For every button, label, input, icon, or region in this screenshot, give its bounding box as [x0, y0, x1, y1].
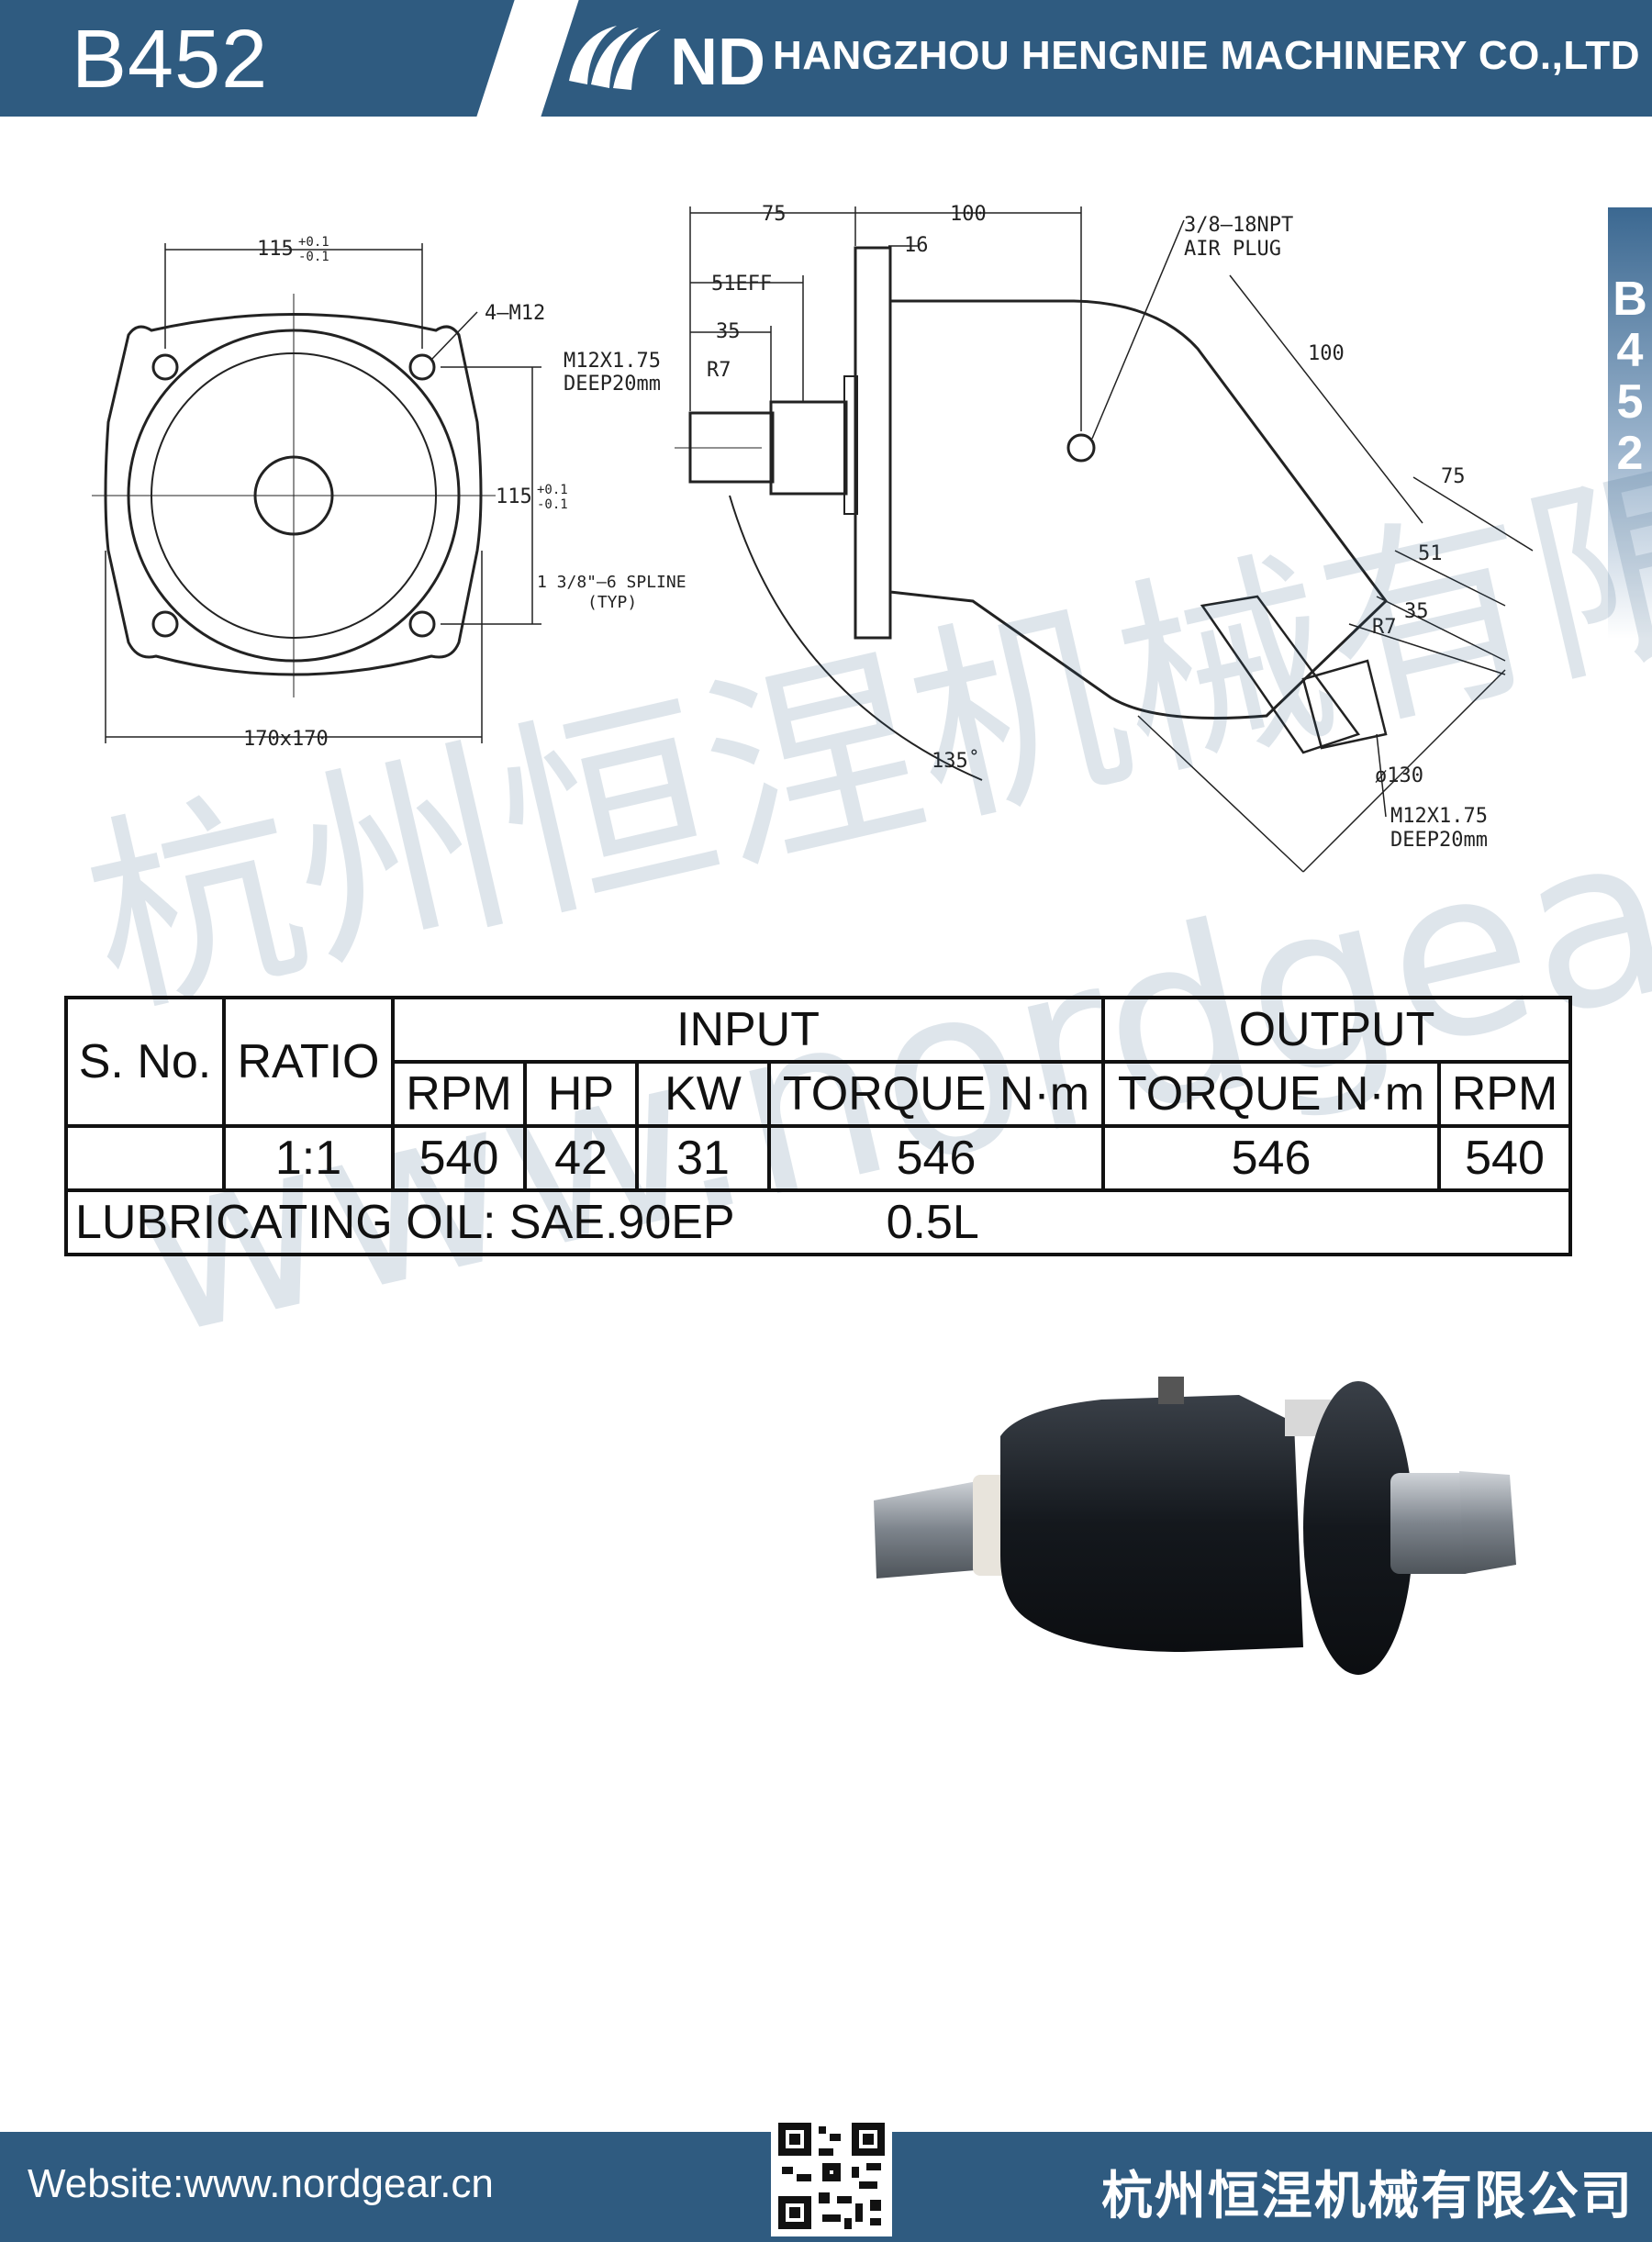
- dim-tol-plus-right: +0.1: [537, 483, 568, 497]
- dim-tol-plus: +0.1: [298, 235, 329, 250]
- spline-note: 1 3/8"—6 SPLINE: [537, 573, 686, 592]
- cell-rpm-out: 540: [1437, 1124, 1572, 1192]
- dim-holes: 4—M12: [485, 302, 545, 325]
- header-right-panel: [529, 0, 1652, 117]
- sub-hp: HP: [523, 1060, 639, 1128]
- dim-r7-angled: R7: [1372, 616, 1397, 639]
- thread-output-depth: DEEP20mm: [1390, 829, 1488, 852]
- dim-r7: R7: [707, 359, 731, 382]
- thread-input: M12X1.75: [564, 350, 661, 373]
- side-tab-char: B: [1613, 273, 1647, 326]
- dim-100: 100: [950, 203, 987, 226]
- sub-rpm-out: RPM: [1437, 1060, 1572, 1128]
- spec-table: S. No. RATIO INPUT OUTPUT RPM HP KW TORQ…: [64, 996, 1572, 1256]
- dim-35-angled: 35: [1404, 600, 1429, 623]
- lubricating-oil-row: LUBRICATING OIL: SAE.90EP 0.5L: [64, 1188, 1572, 1256]
- dim-tol-minus-right: -0.1: [537, 497, 568, 512]
- dim-115-top: 115: [257, 238, 294, 261]
- model-number: B452: [72, 14, 269, 106]
- cell-rpm-in: 540: [391, 1124, 527, 1192]
- dim-75: 75: [762, 203, 787, 226]
- dim-75-angled: 75: [1441, 465, 1466, 488]
- footer-company-cn: 杭州恒涅机械有限公司: [1101, 2167, 1634, 2226]
- side-tab-char: 5: [1616, 375, 1644, 429]
- logo-text: ND: [670, 26, 765, 99]
- air-plug-thread: 3/8—18NPT: [1184, 214, 1293, 237]
- dim-170: 170x170: [243, 728, 329, 751]
- spline-typ: (TYP): [587, 593, 637, 612]
- cell-sno: [64, 1124, 226, 1192]
- sub-torque-out: TORQUE N·m: [1101, 1060, 1441, 1128]
- company-name: HANGZHOU HENGNIE MACHINERY CO.,LTD: [773, 33, 1641, 78]
- dim-35: 35: [716, 320, 741, 343]
- dim-100-angled: 100: [1308, 342, 1345, 365]
- company-logo-icon: ND: [569, 26, 765, 99]
- sub-kw: KW: [635, 1060, 771, 1128]
- cell-kw: 31: [635, 1124, 771, 1192]
- sub-torque-in: TORQUE N·m: [767, 1060, 1105, 1128]
- thread-output: M12X1.75: [1390, 805, 1488, 828]
- side-model-tab: B 4 5 2: [1608, 207, 1652, 639]
- technical-drawing: 115 +0.1 -0.1 4—M12 115 +0.1 -0.1 170x17…: [92, 203, 1534, 873]
- side-tab-char: 2: [1616, 427, 1644, 480]
- header-output: OUTPUT: [1101, 996, 1572, 1064]
- dim-16: 16: [904, 234, 929, 257]
- header-bar: [0, 0, 1652, 117]
- side-tab-char: 4: [1616, 324, 1644, 377]
- side-view: [675, 206, 1534, 873]
- front-view: [92, 243, 541, 743]
- dim-115-right: 115: [496, 485, 532, 508]
- dim-51-angled: 51: [1418, 542, 1443, 565]
- qr-code-icon[interactable]: [771, 2115, 892, 2236]
- dim-diameter: ø130: [1375, 764, 1423, 787]
- cell-hp: 42: [523, 1124, 639, 1192]
- cell-torque-out: 546: [1101, 1124, 1441, 1192]
- cell-torque-in: 546: [767, 1124, 1105, 1192]
- cell-ratio: 1:1: [222, 1124, 395, 1192]
- table-row: 1:1 540 42 31 546 546 540: [64, 1124, 1572, 1192]
- thread-input-depth: DEEP20mm: [564, 373, 661, 396]
- lubricating-oil-label: LUBRICATING OIL: SAE.90EP: [75, 1196, 735, 1249]
- header-input: INPUT: [391, 996, 1105, 1064]
- lubricating-oil-qty: 0.5L: [886, 1196, 979, 1249]
- footer-website: Website:www.nordgear.cn: [28, 2161, 494, 2206]
- header-ratio: RATIO: [222, 996, 395, 1128]
- product-photo: [874, 1377, 1516, 1675]
- sub-rpm-in: RPM: [391, 1060, 527, 1128]
- dim-51eff: 51EFF: [711, 273, 772, 296]
- header-sno: S. No.: [64, 996, 226, 1128]
- air-plug-label: AIR PLUG: [1184, 238, 1281, 261]
- dim-angle: 135˚: [932, 750, 980, 773]
- header-left-panel: [0, 0, 529, 117]
- dim-tol-minus: -0.1: [298, 250, 329, 264]
